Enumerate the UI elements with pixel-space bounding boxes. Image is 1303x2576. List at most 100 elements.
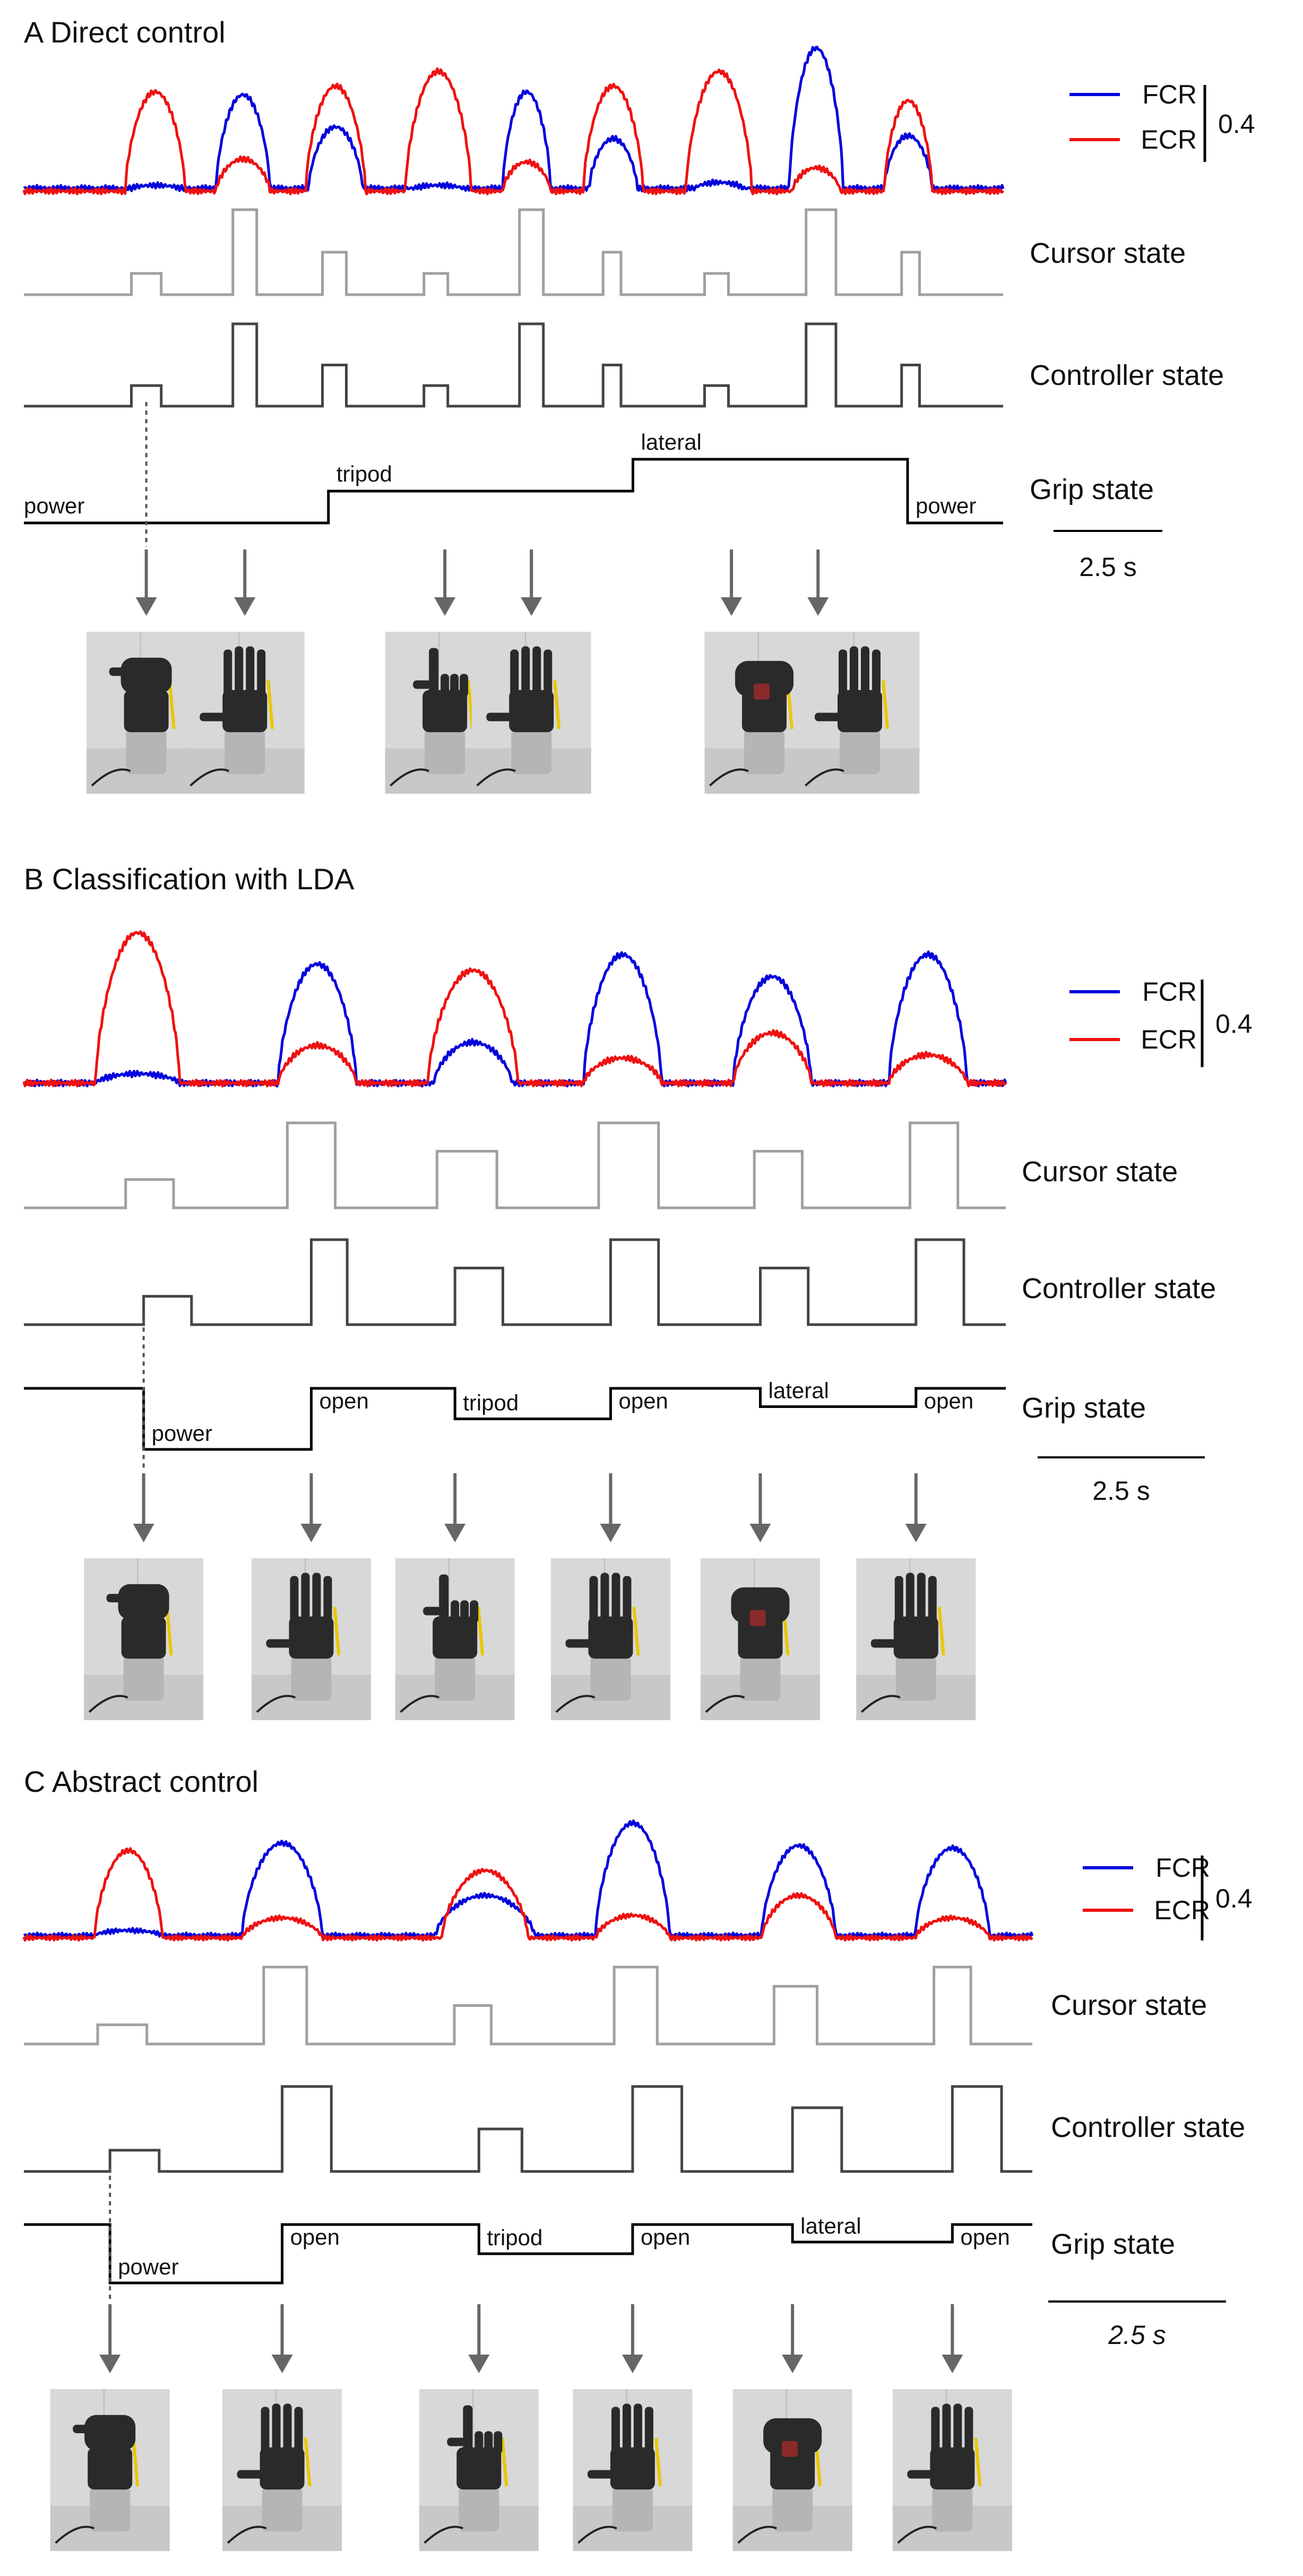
emg-trace-ecr bbox=[22, 930, 1007, 1088]
hand-finger bbox=[294, 2407, 303, 2455]
event-arrow-head bbox=[133, 1524, 154, 1542]
hand-wire bbox=[132, 2437, 140, 2487]
hand-photo-open bbox=[573, 2389, 693, 2551]
hand-base bbox=[126, 729, 167, 775]
hand-base bbox=[932, 2486, 973, 2532]
hand-detail bbox=[754, 683, 770, 700]
hand-finger bbox=[521, 646, 530, 695]
hand-finger bbox=[532, 646, 541, 695]
hand-finger bbox=[633, 2403, 642, 2452]
hand-finger bbox=[261, 2407, 270, 2455]
hand-finger bbox=[917, 1573, 926, 1621]
cursor-state-trace bbox=[24, 1121, 1006, 1209]
hand-finger bbox=[257, 649, 266, 698]
hand-base bbox=[123, 1655, 164, 1701]
hand-wire bbox=[165, 1607, 173, 1656]
hand-photo-lateral bbox=[701, 1558, 820, 1720]
grip-label-open: open bbox=[641, 2225, 690, 2249]
hand-finger bbox=[451, 1600, 460, 1623]
hand-base bbox=[291, 1655, 332, 1701]
grip-label-open: open bbox=[924, 1388, 973, 1413]
hand-finger bbox=[460, 674, 469, 697]
hand-cable bbox=[860, 1695, 901, 1713]
hand-finger bbox=[905, 1573, 914, 1621]
hand-cable bbox=[227, 2526, 267, 2544]
hand-thumb bbox=[907, 2470, 937, 2479]
time-scale-label: 2.5 s bbox=[1108, 2320, 1166, 2350]
hand-base bbox=[425, 729, 465, 775]
event-arrow-head bbox=[600, 1524, 622, 1542]
hand-finger bbox=[223, 649, 232, 698]
grip-label-power: power bbox=[24, 493, 84, 518]
hand-photo-open bbox=[251, 1558, 371, 1720]
hand-finger bbox=[942, 2403, 951, 2452]
hand-finger bbox=[510, 649, 519, 698]
hand-palm bbox=[738, 1616, 783, 1659]
hand-finger bbox=[543, 649, 553, 698]
emg-trace-fcr bbox=[23, 950, 1007, 1088]
hand-finger bbox=[470, 1600, 479, 1623]
event-arrow-head bbox=[782, 2355, 804, 2373]
hand-cable bbox=[577, 2526, 617, 2544]
hand-base bbox=[511, 729, 552, 775]
panel-title: B Classification with LDA bbox=[24, 862, 355, 896]
event-arrow-head bbox=[444, 1524, 466, 1542]
hand-finger bbox=[463, 2405, 473, 2451]
hand-cable bbox=[91, 768, 131, 787]
event-arrow-head bbox=[749, 1524, 771, 1542]
hand-wire bbox=[553, 680, 561, 729]
hand-wire bbox=[333, 1607, 341, 1656]
grip-label-power: power bbox=[118, 2254, 178, 2279]
hand-photo-open bbox=[550, 1558, 670, 1720]
grip-label-open: open bbox=[290, 2225, 340, 2249]
hand-thumb bbox=[106, 1594, 124, 1603]
hand-wire bbox=[304, 2437, 312, 2487]
grip-state-trace bbox=[24, 1387, 1006, 1451]
event-arrow-head bbox=[99, 2355, 121, 2373]
hand-thumb bbox=[815, 712, 844, 722]
hand-finger bbox=[323, 1576, 332, 1625]
emg-trace-ecr bbox=[22, 67, 1005, 195]
hand-finger bbox=[474, 2431, 484, 2454]
grip-label-tripod: tripod bbox=[336, 461, 392, 486]
hand-wire bbox=[882, 680, 889, 729]
hand-wire bbox=[266, 680, 274, 729]
event-arrow-head bbox=[942, 2355, 963, 2373]
hand-thumb bbox=[423, 1607, 442, 1616]
hand-photo-power bbox=[50, 2389, 170, 2551]
hand-wire bbox=[168, 680, 176, 729]
event-arrow-head bbox=[135, 597, 157, 616]
hand-cable bbox=[805, 768, 844, 787]
hand-finger bbox=[301, 1573, 310, 1621]
hand-cable bbox=[424, 2526, 464, 2544]
hand-photo-open bbox=[471, 632, 591, 794]
hand-base bbox=[262, 2486, 303, 2532]
panel-title: A Direct control bbox=[24, 15, 226, 49]
hand-palm bbox=[742, 690, 787, 733]
hand-finger bbox=[839, 649, 847, 698]
controller-state-trace bbox=[24, 322, 1003, 408]
hand-thumb bbox=[266, 1639, 296, 1648]
time-scale-label: 2.5 s bbox=[1079, 552, 1136, 582]
hand-base bbox=[840, 729, 880, 775]
event-arrow-head bbox=[271, 2355, 293, 2373]
grip-state-trace bbox=[24, 458, 1003, 525]
hand-thumb bbox=[413, 680, 432, 689]
grip-state-trace bbox=[24, 2223, 1032, 2285]
grip-label-power: power bbox=[916, 493, 976, 518]
grip-label-open: open bbox=[618, 1388, 668, 1413]
hand-finger bbox=[283, 2403, 292, 2452]
hand-finger bbox=[850, 646, 858, 695]
hand-palm bbox=[222, 690, 267, 733]
event-arrow-head bbox=[234, 597, 256, 616]
grip-label-open: open bbox=[319, 1388, 368, 1413]
hand-wire bbox=[654, 2437, 662, 2487]
hand-finger bbox=[450, 674, 459, 697]
hand-finger bbox=[494, 2431, 503, 2454]
hand-finger bbox=[460, 1600, 469, 1623]
hand-finger bbox=[964, 2407, 973, 2455]
grip-label-tripod: tripod bbox=[463, 1390, 519, 1415]
hand-cable bbox=[476, 768, 516, 787]
hand-palm bbox=[893, 1616, 938, 1659]
